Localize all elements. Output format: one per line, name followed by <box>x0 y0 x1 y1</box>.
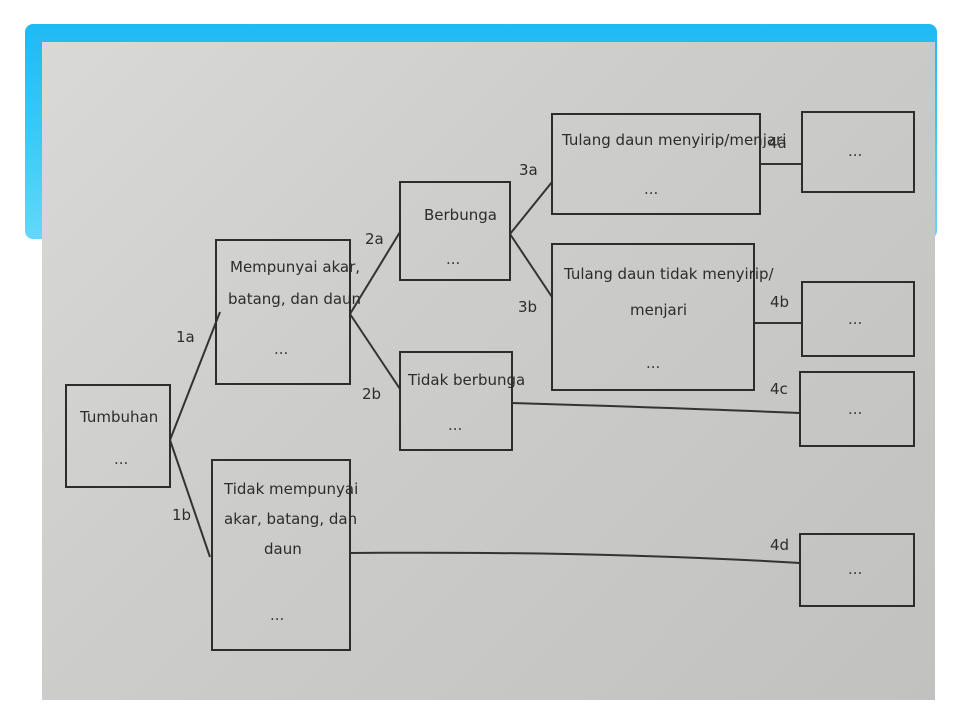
node-tidak-akar-line-1: Tidak mempunyai <box>223 480 358 498</box>
branch-label-2a: 2a <box>365 230 384 248</box>
node-tulang-menyirip-dots: ... <box>644 180 658 198</box>
node-akar-line-1: Mempunyai akar, <box>230 258 360 276</box>
node-tidak-akar-dots: ... <box>270 606 284 624</box>
diagram-photo: Tumbuhan ... Mempunyai akar, batang, dan… <box>42 42 935 700</box>
node-tulang-menyirip-line-1: Tulang daun menyirip/menjari <box>561 131 786 149</box>
node-tulang-tidak-line-1: Tulang daun tidak menyirip/ <box>563 265 775 283</box>
connector-3a <box>509 181 553 235</box>
connector-3b <box>509 233 553 298</box>
branch-label-4c: 4c <box>770 380 788 398</box>
node-tidak-akar-batang-daun: Tidak mempunyai akar, batang, dan daun .… <box>211 459 358 651</box>
node-tulang-tidak-line-2: menjari <box>630 301 687 319</box>
connector-4c <box>511 402 801 414</box>
node-output-4d-dots: ... <box>848 560 862 578</box>
node-tumbuhan-dots: ... <box>114 450 128 468</box>
node-tidak-akar-line-3: daun <box>264 540 302 558</box>
node-tidak-berbunga-line-1: Tidak berbunga <box>407 371 525 389</box>
branch-label-1a: 1a <box>176 328 195 346</box>
photo-paper: Tumbuhan ... Mempunyai akar, batang, dan… <box>42 42 935 700</box>
node-tidak-akar-line-2: akar, batang, dan <box>224 510 357 528</box>
node-akar-dots: ... <box>274 340 288 358</box>
node-tidak-berbunga: Tidak berbunga ... <box>399 351 525 451</box>
node-output-4c: ... <box>799 371 915 447</box>
branch-label-4a: 4a <box>768 134 787 152</box>
node-akar-line-2: batang, dan daun <box>228 290 361 308</box>
node-berbunga-line-1: Berbunga <box>424 206 497 224</box>
node-tidak-berbunga-dots: ... <box>448 416 462 434</box>
node-akar-batang-daun: Mempunyai akar, batang, dan daun ... <box>215 239 361 385</box>
branch-label-2b: 2b <box>362 385 381 403</box>
connector-2b <box>349 313 401 390</box>
branch-label-3b: 3b <box>518 298 537 316</box>
node-tumbuhan: Tumbuhan ... <box>65 384 171 488</box>
node-output-4a: ... <box>801 111 915 193</box>
node-output-4b: ... <box>801 281 915 357</box>
branch-label-3a: 3a <box>519 161 538 179</box>
branch-label-4d: 4d <box>770 536 789 554</box>
node-berbunga: Berbunga ... <box>399 181 511 281</box>
node-tulang-tidak-menyirip: Tulang daun tidak menyirip/ menjari ... <box>551 243 775 391</box>
connector-2a <box>349 231 401 315</box>
node-output-4c-dots: ... <box>848 400 862 418</box>
branch-label-1b: 1b <box>172 506 191 524</box>
node-output-4a-dots: ... <box>848 142 862 160</box>
node-tulang-tidak-dots: ... <box>646 354 660 372</box>
connector-4d <box>349 551 801 564</box>
node-output-4d: ... <box>799 533 915 607</box>
node-output-4b-dots: ... <box>848 310 862 328</box>
connector-lines <box>169 163 802 564</box>
connector-1b <box>169 439 211 558</box>
node-tumbuhan-line-1: Tumbuhan <box>79 408 158 426</box>
node-tulang-menyirip: Tulang daun menyirip/menjari ... <box>551 113 786 215</box>
classification-diagram: Tumbuhan ... Mempunyai akar, batang, dan… <box>65 111 915 651</box>
node-berbunga-dots: ... <box>446 250 460 268</box>
connector-1a <box>169 311 221 441</box>
branch-label-4b: 4b <box>770 293 789 311</box>
